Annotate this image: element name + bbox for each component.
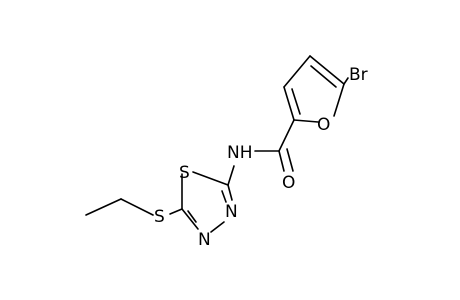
bond-c2-nh (227, 165, 235, 186)
bond-c3f-c2f-double (291, 88, 301, 115)
bond-c2-n3 (227, 184, 233, 201)
bond-n4-c5-double (187, 210, 197, 223)
atom-br: Br (349, 65, 368, 85)
bond-o-c5f (333, 83, 345, 117)
bond-c3f-c2f (283, 86, 295, 121)
atom-n-upper: N (225, 202, 238, 222)
bond-c5f-c4f-double (310, 65, 337, 88)
atom-s-thioether: S (154, 207, 165, 227)
atom-n-lower: N (198, 230, 211, 250)
bond-c2-n3-double (221, 190, 227, 203)
bond-c4f-c3f (283, 55, 311, 88)
bond-n3-n4 (210, 221, 225, 233)
bond-camide-o-double (286, 148, 294, 172)
bond-sring-c2 (192, 171, 229, 186)
atom-o-carbonyl: O (282, 173, 295, 193)
bond-camide-c2f (278, 119, 295, 152)
bond-s-c5 (169, 208, 183, 215)
bond-n4-c5 (181, 208, 199, 230)
bond-c2f-o (293, 119, 319, 123)
atom-o-furan: O (317, 115, 330, 135)
bond-ch3-ch2 (85, 198, 122, 216)
atom-s-ring: S (179, 163, 190, 183)
bond-camide-o (278, 150, 285, 172)
bond-c5f-br (343, 77, 349, 85)
bond-c5f-c4f (309, 55, 345, 85)
atom-nh: NH (227, 143, 253, 163)
bond-ch2-s (120, 198, 154, 216)
